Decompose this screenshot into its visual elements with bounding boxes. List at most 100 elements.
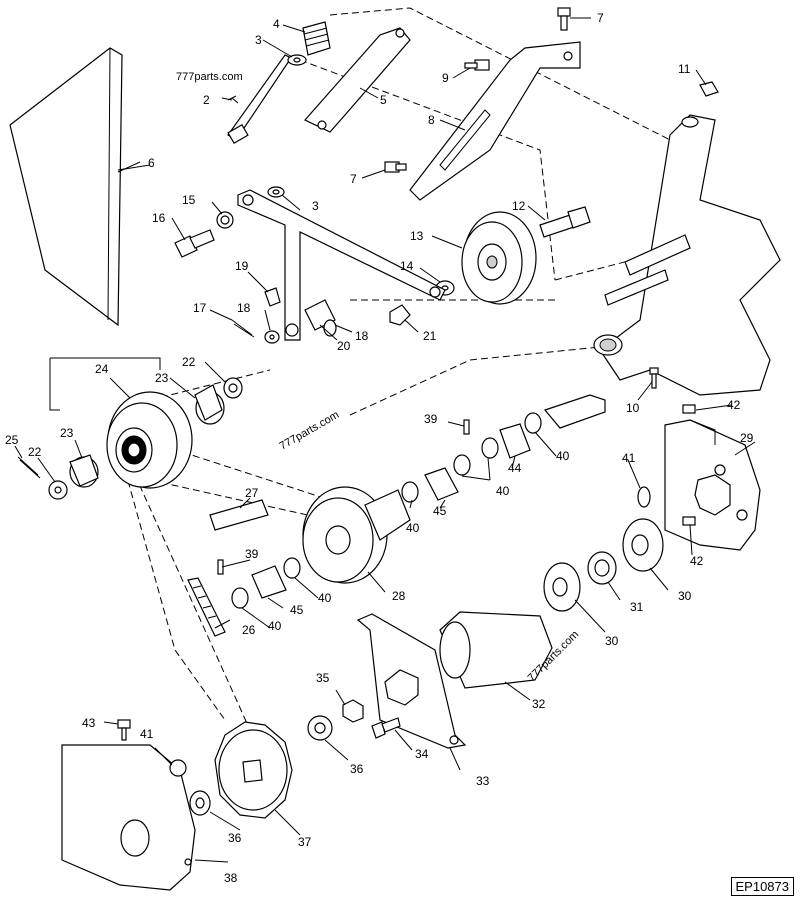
- part-35-nut: [342, 699, 364, 723]
- label-21: 21: [423, 329, 437, 343]
- part-23-bearing-left: [69, 454, 99, 488]
- label-33: 33: [476, 774, 490, 788]
- part-7-bolt-top: [557, 7, 571, 31]
- label-44: 44: [508, 461, 522, 475]
- label-45-top: 45: [433, 504, 447, 518]
- part-36-washer-left: [189, 790, 211, 816]
- part-16-bolt: [174, 229, 215, 258]
- part-36-washer-mid: [307, 715, 333, 741]
- label-30-right: 30: [678, 589, 692, 603]
- part-43-bolt: [117, 719, 131, 741]
- label-26: 26: [242, 623, 256, 637]
- label-42-top: 42: [727, 398, 741, 412]
- part-6-shield-panel: [9, 47, 151, 327]
- label-45-bottom: 45: [290, 603, 304, 617]
- part-30-flange-right: [622, 518, 664, 572]
- label-2: 2: [203, 93, 210, 107]
- label-29: 29: [740, 431, 754, 445]
- part-41-clip-right: [637, 486, 651, 508]
- part-42-clip-bottom: [682, 516, 696, 526]
- shaft-spacers: [231, 412, 542, 609]
- label-40-b: 40: [496, 484, 510, 498]
- part-19-grease-fitting: [264, 287, 281, 307]
- label-3-top: 3: [255, 33, 262, 47]
- leader-lines: [14, 17, 756, 863]
- label-41-left: 41: [140, 727, 154, 741]
- label-22-top: 22: [182, 355, 196, 369]
- part-3-washer: [287, 54, 307, 66]
- label-40-d: 40: [318, 591, 332, 605]
- part-4-spring: [302, 21, 331, 56]
- part-32-housing: [439, 611, 553, 689]
- label-38: 38: [224, 871, 238, 885]
- label-8: 8: [428, 113, 435, 127]
- label-40-a: 40: [406, 521, 420, 535]
- part-20-idler-bracket: [237, 189, 446, 341]
- part-33-bracket: [356, 613, 467, 749]
- label-23-left: 23: [60, 426, 74, 440]
- part-37-sprocket: [214, 721, 293, 819]
- part-28-pulley: [302, 486, 411, 584]
- label-16: 16: [152, 211, 166, 225]
- mounting-frame: [543, 114, 781, 429]
- part-8-arm: [409, 41, 581, 201]
- part-22-washer-left: [48, 480, 68, 500]
- label-25: 25: [5, 433, 19, 447]
- part-3-washer-mid: [267, 186, 285, 198]
- part-5-bracket: [304, 27, 411, 133]
- part-26-chain: [187, 577, 226, 637]
- label-20: 20: [337, 339, 351, 353]
- label-4: 4: [273, 17, 280, 31]
- part-42-clip-top: [682, 404, 696, 414]
- part-15-washer: [216, 211, 234, 229]
- label-7-mid: 7: [350, 172, 357, 186]
- part-17-cotter-pin: [231, 319, 255, 338]
- label-7-top: 7: [597, 11, 604, 25]
- label-27: 27: [245, 486, 259, 500]
- part-27-key: [209, 499, 269, 531]
- part-7-bolt-mid: [384, 161, 407, 173]
- part-2-bolt: [227, 54, 292, 145]
- label-35: 35: [316, 671, 330, 685]
- part-10-bolt: [649, 367, 659, 389]
- label-30-left: 30: [605, 634, 619, 648]
- label-6: 6: [148, 156, 155, 170]
- label-39-bottom: 39: [245, 547, 259, 561]
- part-11-nut: [699, 81, 719, 97]
- part-9-bolt: [464, 59, 490, 71]
- part-13-pulley: [461, 211, 537, 305]
- label-10: 10: [626, 401, 640, 415]
- part-22-washer-top: [223, 377, 243, 399]
- label-32: 32: [532, 697, 546, 711]
- label-5: 5: [380, 93, 387, 107]
- label-31: 31: [630, 600, 644, 614]
- part-41-clip-left: [169, 759, 187, 777]
- label-18-left: 18: [237, 301, 251, 315]
- label-18-right: 18: [355, 329, 369, 343]
- part-12-bolt: [539, 206, 591, 238]
- label-36-mid: 36: [350, 762, 364, 776]
- callout-labels: 2 3 4 5 6 7 9 8 7 11 12 13 14 3 15 16 19…: [5, 11, 754, 885]
- label-11: 11: [678, 62, 691, 76]
- label-9: 9: [442, 71, 449, 85]
- part-18-washer-left: [264, 330, 280, 344]
- label-41-right: 41: [622, 451, 636, 465]
- part-30-flange-left: [543, 562, 581, 612]
- label-17: 17: [193, 301, 207, 315]
- label-23-top: 23: [155, 371, 169, 385]
- part-25-key: [17, 456, 41, 479]
- label-40-c: 40: [556, 449, 570, 463]
- label-19: 19: [235, 259, 249, 273]
- label-12: 12: [512, 199, 526, 213]
- label-37: 37: [298, 835, 312, 849]
- diagram-code-label: EP10873: [730, 877, 794, 896]
- label-14: 14: [400, 259, 414, 273]
- label-13: 13: [410, 229, 424, 243]
- watermark-middle: 777parts.com: [278, 409, 342, 453]
- part-23-bearing-top: [194, 384, 225, 425]
- label-15: 15: [182, 193, 196, 207]
- label-22-left: 22: [28, 445, 42, 459]
- part-31-bearing: [587, 551, 617, 585]
- part-34-bolt: [371, 717, 401, 739]
